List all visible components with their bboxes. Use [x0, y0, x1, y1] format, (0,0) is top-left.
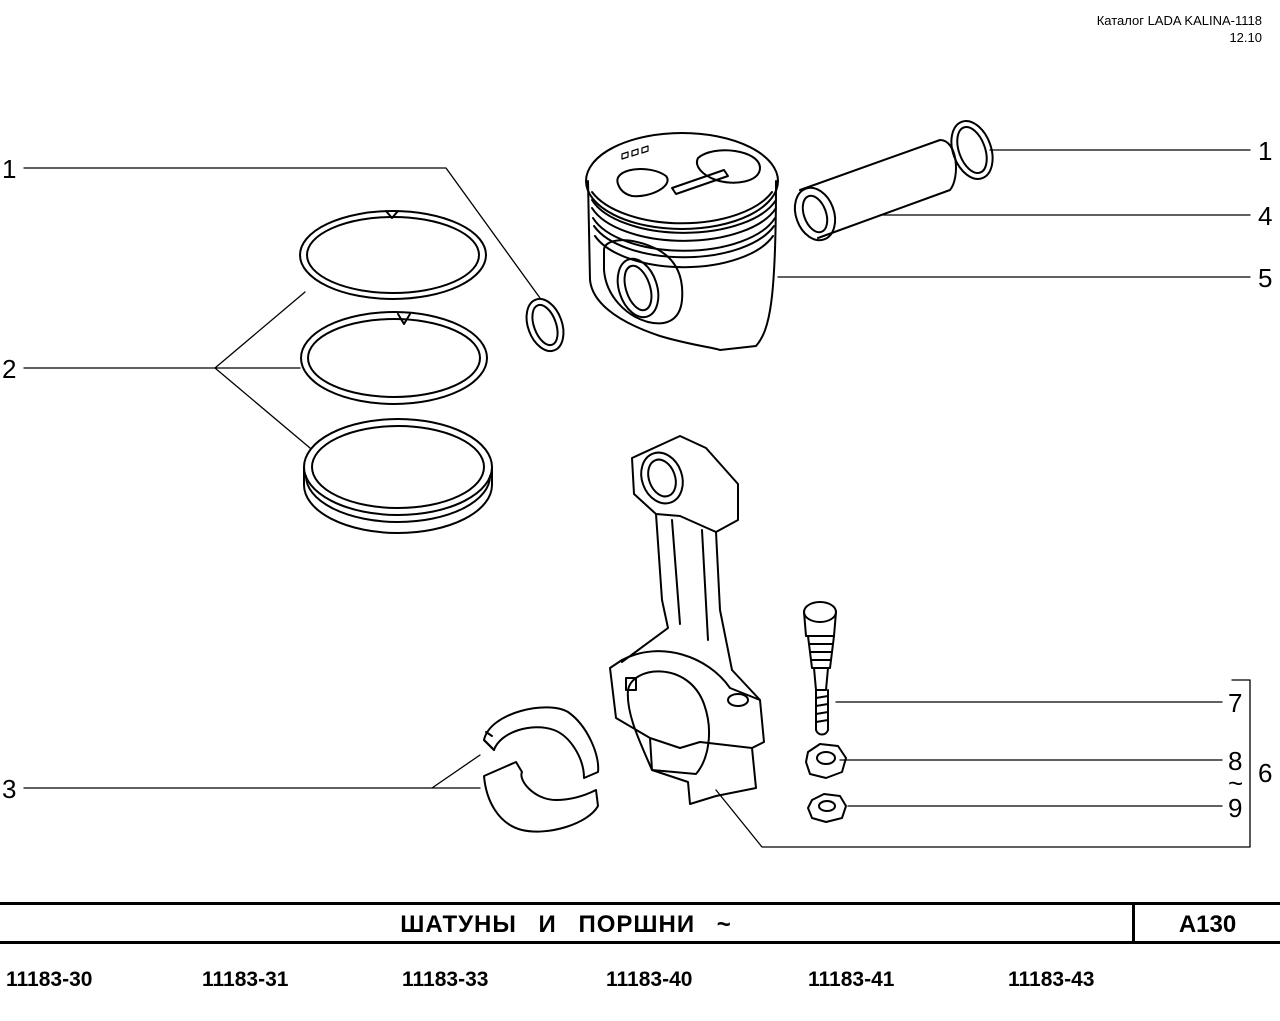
flange-nut-body [805, 743, 847, 779]
catalog-title: Каталог LADA KALINA-1118 [1096, 13, 1262, 28]
hex-nut [807, 793, 847, 823]
piston-pin-boss [603, 239, 684, 325]
connecting-rod [609, 435, 765, 805]
callout-6: 6 [1258, 758, 1273, 788]
ring-top-gap [385, 210, 399, 219]
rod-big-end-bore [626, 670, 711, 775]
rod-bolt [803, 601, 837, 736]
callout-1-left: 1 [2, 154, 17, 184]
bolt-head-top [803, 601, 837, 623]
title-bar: ШАТУНЫ И ПОРШНИ ~ A130 [0, 902, 1280, 944]
callout-1-right: 1 [1258, 136, 1273, 166]
leader-1-left [23, 167, 541, 299]
callout-9: 9 [1228, 793, 1243, 823]
pin-body [799, 139, 957, 239]
ring-bottom-top-inner [311, 425, 485, 509]
rod-beam-right [715, 531, 761, 701]
leader-6-bracket [715, 679, 1251, 848]
ring-mid-outer [300, 311, 488, 405]
bearing-shells [483, 706, 600, 833]
catalog-date: 12.10 [1229, 30, 1262, 45]
piston-rings [299, 210, 493, 534]
piston-marks [621, 145, 649, 160]
pin-end-outer [793, 186, 837, 242]
piston-groove-5 [594, 235, 774, 269]
ring-bottom-side [303, 466, 493, 534]
flange-nut-hole [816, 751, 836, 765]
leader-lines [23, 149, 1251, 848]
model-code: 11183-33 [402, 968, 489, 991]
rod-cap-joint [649, 737, 753, 749]
ring-bottom-top-outer [303, 418, 493, 516]
piston-crown [585, 132, 779, 230]
circlip-right [950, 120, 994, 180]
rod-small-end-bore-outer [640, 451, 684, 505]
leader-3 [23, 754, 481, 789]
piston-pin [793, 139, 957, 242]
rod-beam-rib [671, 519, 709, 641]
hex-nut-body [807, 793, 847, 823]
ring-top-inner [306, 216, 480, 294]
leader-2-upper [214, 291, 306, 369]
piston [585, 132, 779, 351]
callout-4: 4 [1258, 201, 1273, 231]
model-code: 11183-30 [6, 968, 93, 991]
piston-groove-1 [591, 199, 777, 234]
model-code: 11183-31 [202, 968, 289, 991]
piston-crown-slot [671, 169, 729, 195]
callout-tilde: ~ [1228, 768, 1244, 798]
bolt-head [803, 611, 837, 637]
piston-pin-hole-inner [623, 264, 653, 312]
piston-crown-valve-left [616, 168, 669, 198]
rod-big-end [609, 650, 765, 805]
rod-small-end [631, 435, 739, 533]
piston-groove-3 [592, 217, 776, 252]
rod-small-end-bore-inner [647, 458, 677, 498]
ring-top-outer [299, 210, 487, 300]
piston-crown-valve-right [696, 149, 761, 184]
callout-8: 8 [1228, 746, 1243, 776]
piston-pin-hole-outer [616, 257, 660, 319]
rod-bolt-hole [727, 693, 749, 707]
callout-2: 2 [2, 354, 17, 384]
piston-groove-2 [591, 207, 777, 242]
catalog-header: Каталог LADA KALINA-1118 12.10 [1097, 12, 1262, 46]
circlip-left [525, 297, 565, 353]
model-code: 11183-43 [1008, 968, 1095, 991]
page-code: A130 [1132, 905, 1280, 941]
model-code: 11183-41 [808, 968, 895, 991]
bolt-shank [813, 667, 829, 691]
bolt-knurl [807, 635, 835, 669]
model-list: 11183-30 11183-31 11183-33 11183-40 1118… [0, 968, 1280, 998]
ring-bottom-line [305, 475, 491, 523]
callout-7: 7 [1228, 688, 1243, 718]
piston-skirt [587, 180, 777, 351]
bearing-upper-lip [483, 731, 495, 751]
flange-nut [805, 743, 847, 779]
pin-end-inner [801, 194, 829, 234]
bolt-thread [815, 689, 829, 736]
rod-beam-left [621, 513, 669, 663]
piston-crown-rim [591, 191, 773, 225]
model-code: 11183-40 [606, 968, 693, 991]
leader-2-lower [214, 367, 311, 449]
piston-groove-4 [593, 225, 775, 259]
ring-mid-inner [307, 318, 481, 398]
callout-5: 5 [1258, 263, 1273, 293]
ring-mid-gap [397, 313, 411, 325]
parts-diagram [23, 120, 1251, 848]
page-title: ШАТУНЫ И ПОРШНИ ~ [400, 911, 732, 938]
hex-nut-hole [818, 800, 836, 812]
rod-notch [625, 677, 637, 691]
callout-3: 3 [2, 774, 17, 804]
bearing-lower [483, 761, 599, 833]
bearing-upper [483, 706, 600, 779]
